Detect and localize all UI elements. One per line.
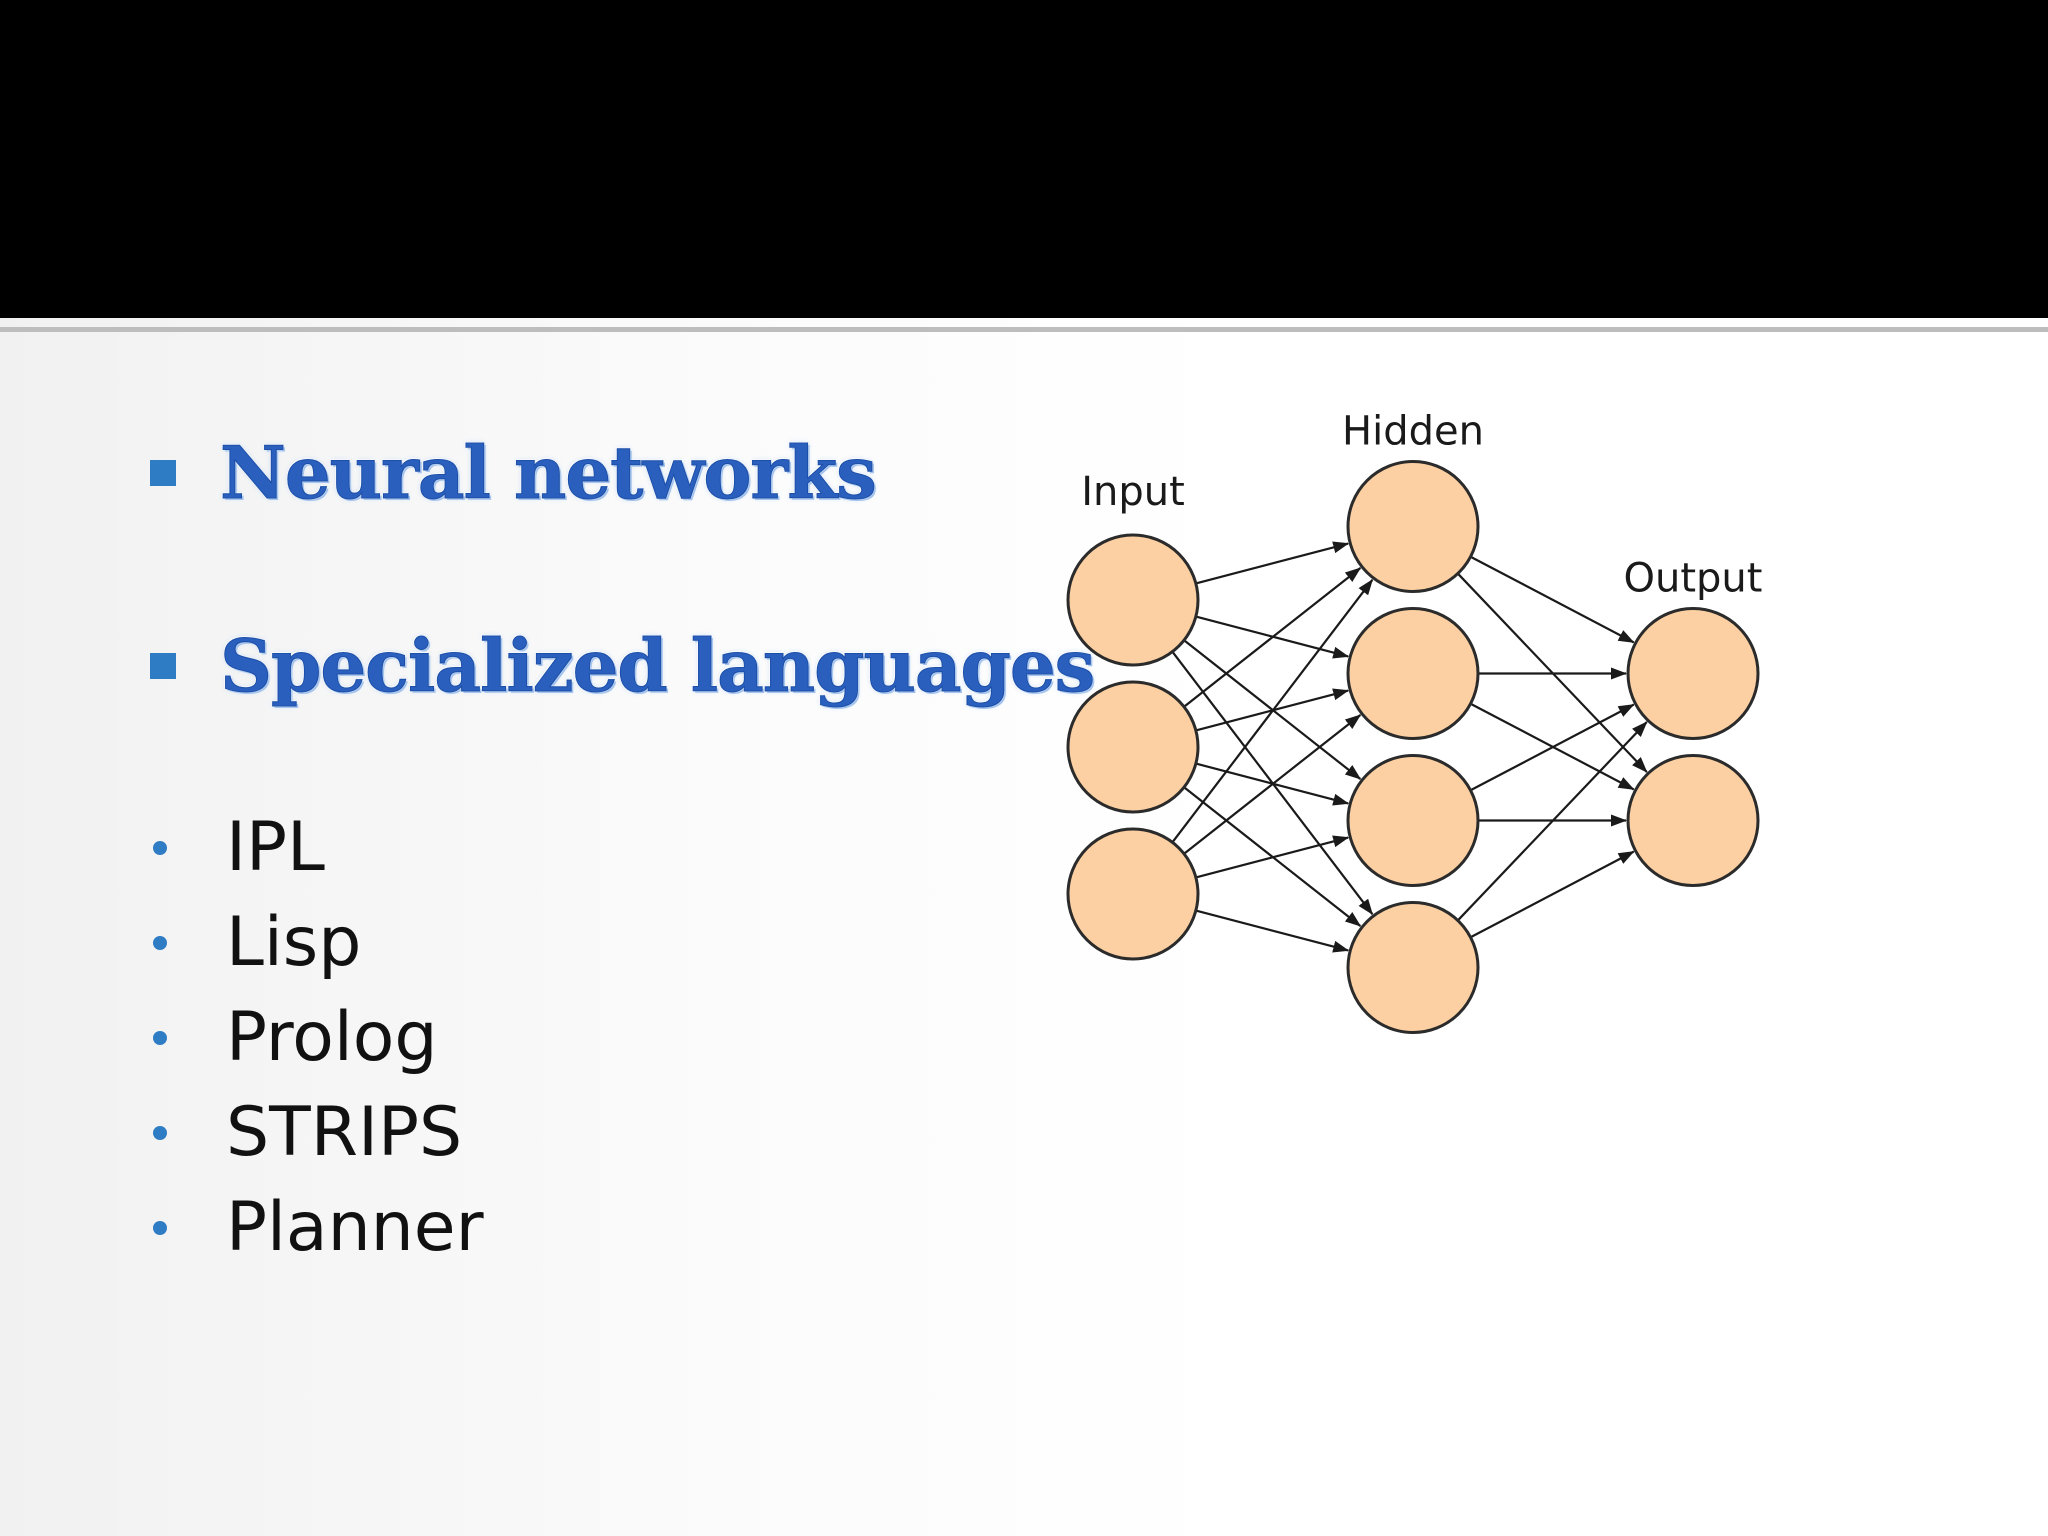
dot-bullet-icon [153, 840, 167, 855]
hidden-neuron [1346, 607, 1480, 740]
dot-bullet-icon [153, 1220, 167, 1235]
language-list: IPL Lisp Prolog STRIPS Planner [150, 800, 484, 1275]
hidden-neuron [1346, 754, 1480, 887]
layer-label-hidden: Hidden [1342, 409, 1484, 455]
square-bullet-icon [150, 652, 176, 679]
dot-bullet-icon [153, 1125, 167, 1140]
list-item: IPL [150, 800, 484, 895]
language-name: Prolog [226, 998, 438, 1077]
connections [1171, 541, 1648, 953]
layer-label-input: Input [1081, 469, 1185, 515]
language-name: STRIPS [226, 1093, 463, 1172]
list-item: Prolog [150, 990, 484, 1085]
input-neuron [1066, 827, 1200, 961]
connection-arrow [1195, 835, 1350, 879]
heading-specialized-languages: Specialized languages [219, 623, 1095, 709]
language-name: IPL [226, 808, 325, 887]
heading-neural-networks: Neural networks [220, 430, 878, 516]
heading-row-neural-networks: Neural networks [150, 430, 878, 516]
list-item: Lisp [150, 895, 484, 990]
neurons [1066, 460, 1760, 1034]
dot-bullet-icon [153, 1030, 167, 1045]
connection-arrow [1470, 703, 1635, 792]
heading-row-specialized-languages: Specialized languages [150, 623, 1096, 709]
output-neuron [1626, 607, 1760, 740]
connection-arrow [1195, 909, 1350, 953]
output-neuron [1626, 754, 1760, 887]
connection-arrow [1183, 567, 1362, 708]
connection-arrow [1195, 541, 1350, 585]
hidden-neuron [1346, 460, 1480, 593]
connection-arrow [1470, 555, 1635, 644]
title-divider [0, 327, 2048, 332]
language-name: Lisp [226, 903, 362, 982]
hidden-neuron [1346, 901, 1480, 1034]
connection-arrow [1171, 578, 1374, 843]
list-item: STRIPS [150, 1085, 484, 1180]
dot-bullet-icon [153, 935, 167, 950]
language-name: Planner [226, 1188, 484, 1267]
input-neuron [1066, 533, 1200, 667]
input-neuron [1066, 680, 1200, 814]
title-bar [0, 0, 2048, 318]
connection-arrow [1183, 714, 1362, 855]
layer-label-output: Output [1624, 556, 1763, 602]
square-bullet-icon [150, 459, 176, 486]
connection-arrow [1470, 850, 1635, 939]
connection-arrow [1457, 721, 1648, 922]
list-item: Planner [150, 1180, 484, 1275]
